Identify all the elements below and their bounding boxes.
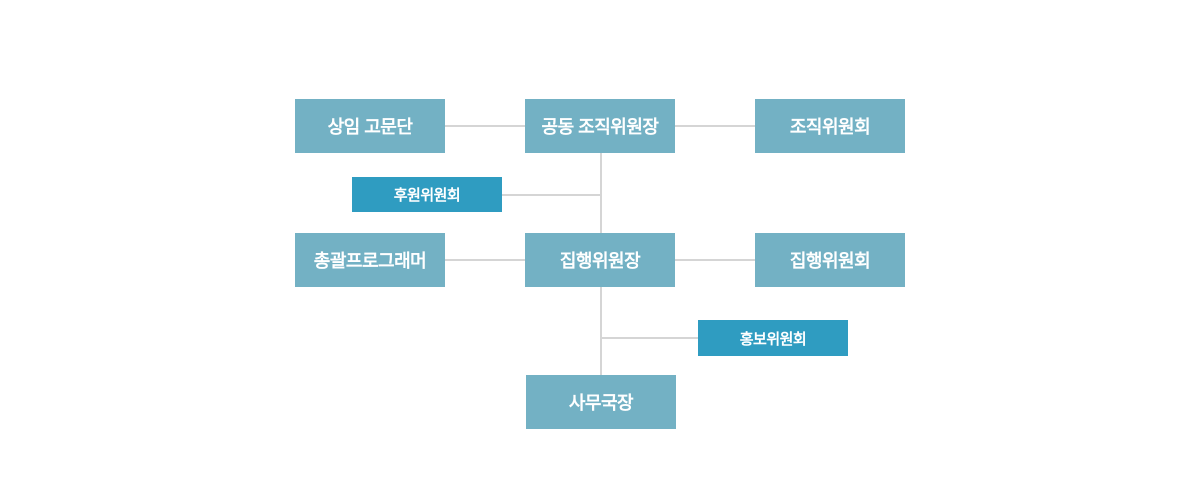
org-node-sponsor-committee: 후원위원회 bbox=[352, 177, 502, 212]
connector-advisory-to-cochair bbox=[445, 125, 525, 127]
org-node-head-programmer: 총괄프로그래머 bbox=[295, 233, 445, 287]
connector-programmer-to-execchair bbox=[445, 259, 525, 261]
connector-execchair-to-execcommittee bbox=[675, 259, 755, 261]
connector-cochair-to-execchair bbox=[600, 153, 602, 233]
org-node-advisory-board: 상임 고문단 bbox=[295, 99, 445, 153]
connector-sponsor-to-trunk bbox=[502, 194, 601, 196]
connector-cochair-to-orgcommittee bbox=[675, 125, 755, 127]
org-node-organizing-committee: 조직위원회 bbox=[755, 99, 905, 153]
org-node-pr-committee: 홍보위원회 bbox=[698, 320, 848, 356]
org-node-executive-chair: 집행위원장 bbox=[525, 233, 675, 287]
connector-trunk-to-prcommittee bbox=[601, 337, 698, 339]
org-node-secretary-general: 사무국장 bbox=[526, 375, 676, 429]
org-node-executive-committee: 집행위원회 bbox=[755, 233, 905, 287]
org-node-co-organizing-chair: 공동 조직위원장 bbox=[525, 99, 675, 153]
connector-execchair-to-secretary bbox=[600, 287, 602, 375]
